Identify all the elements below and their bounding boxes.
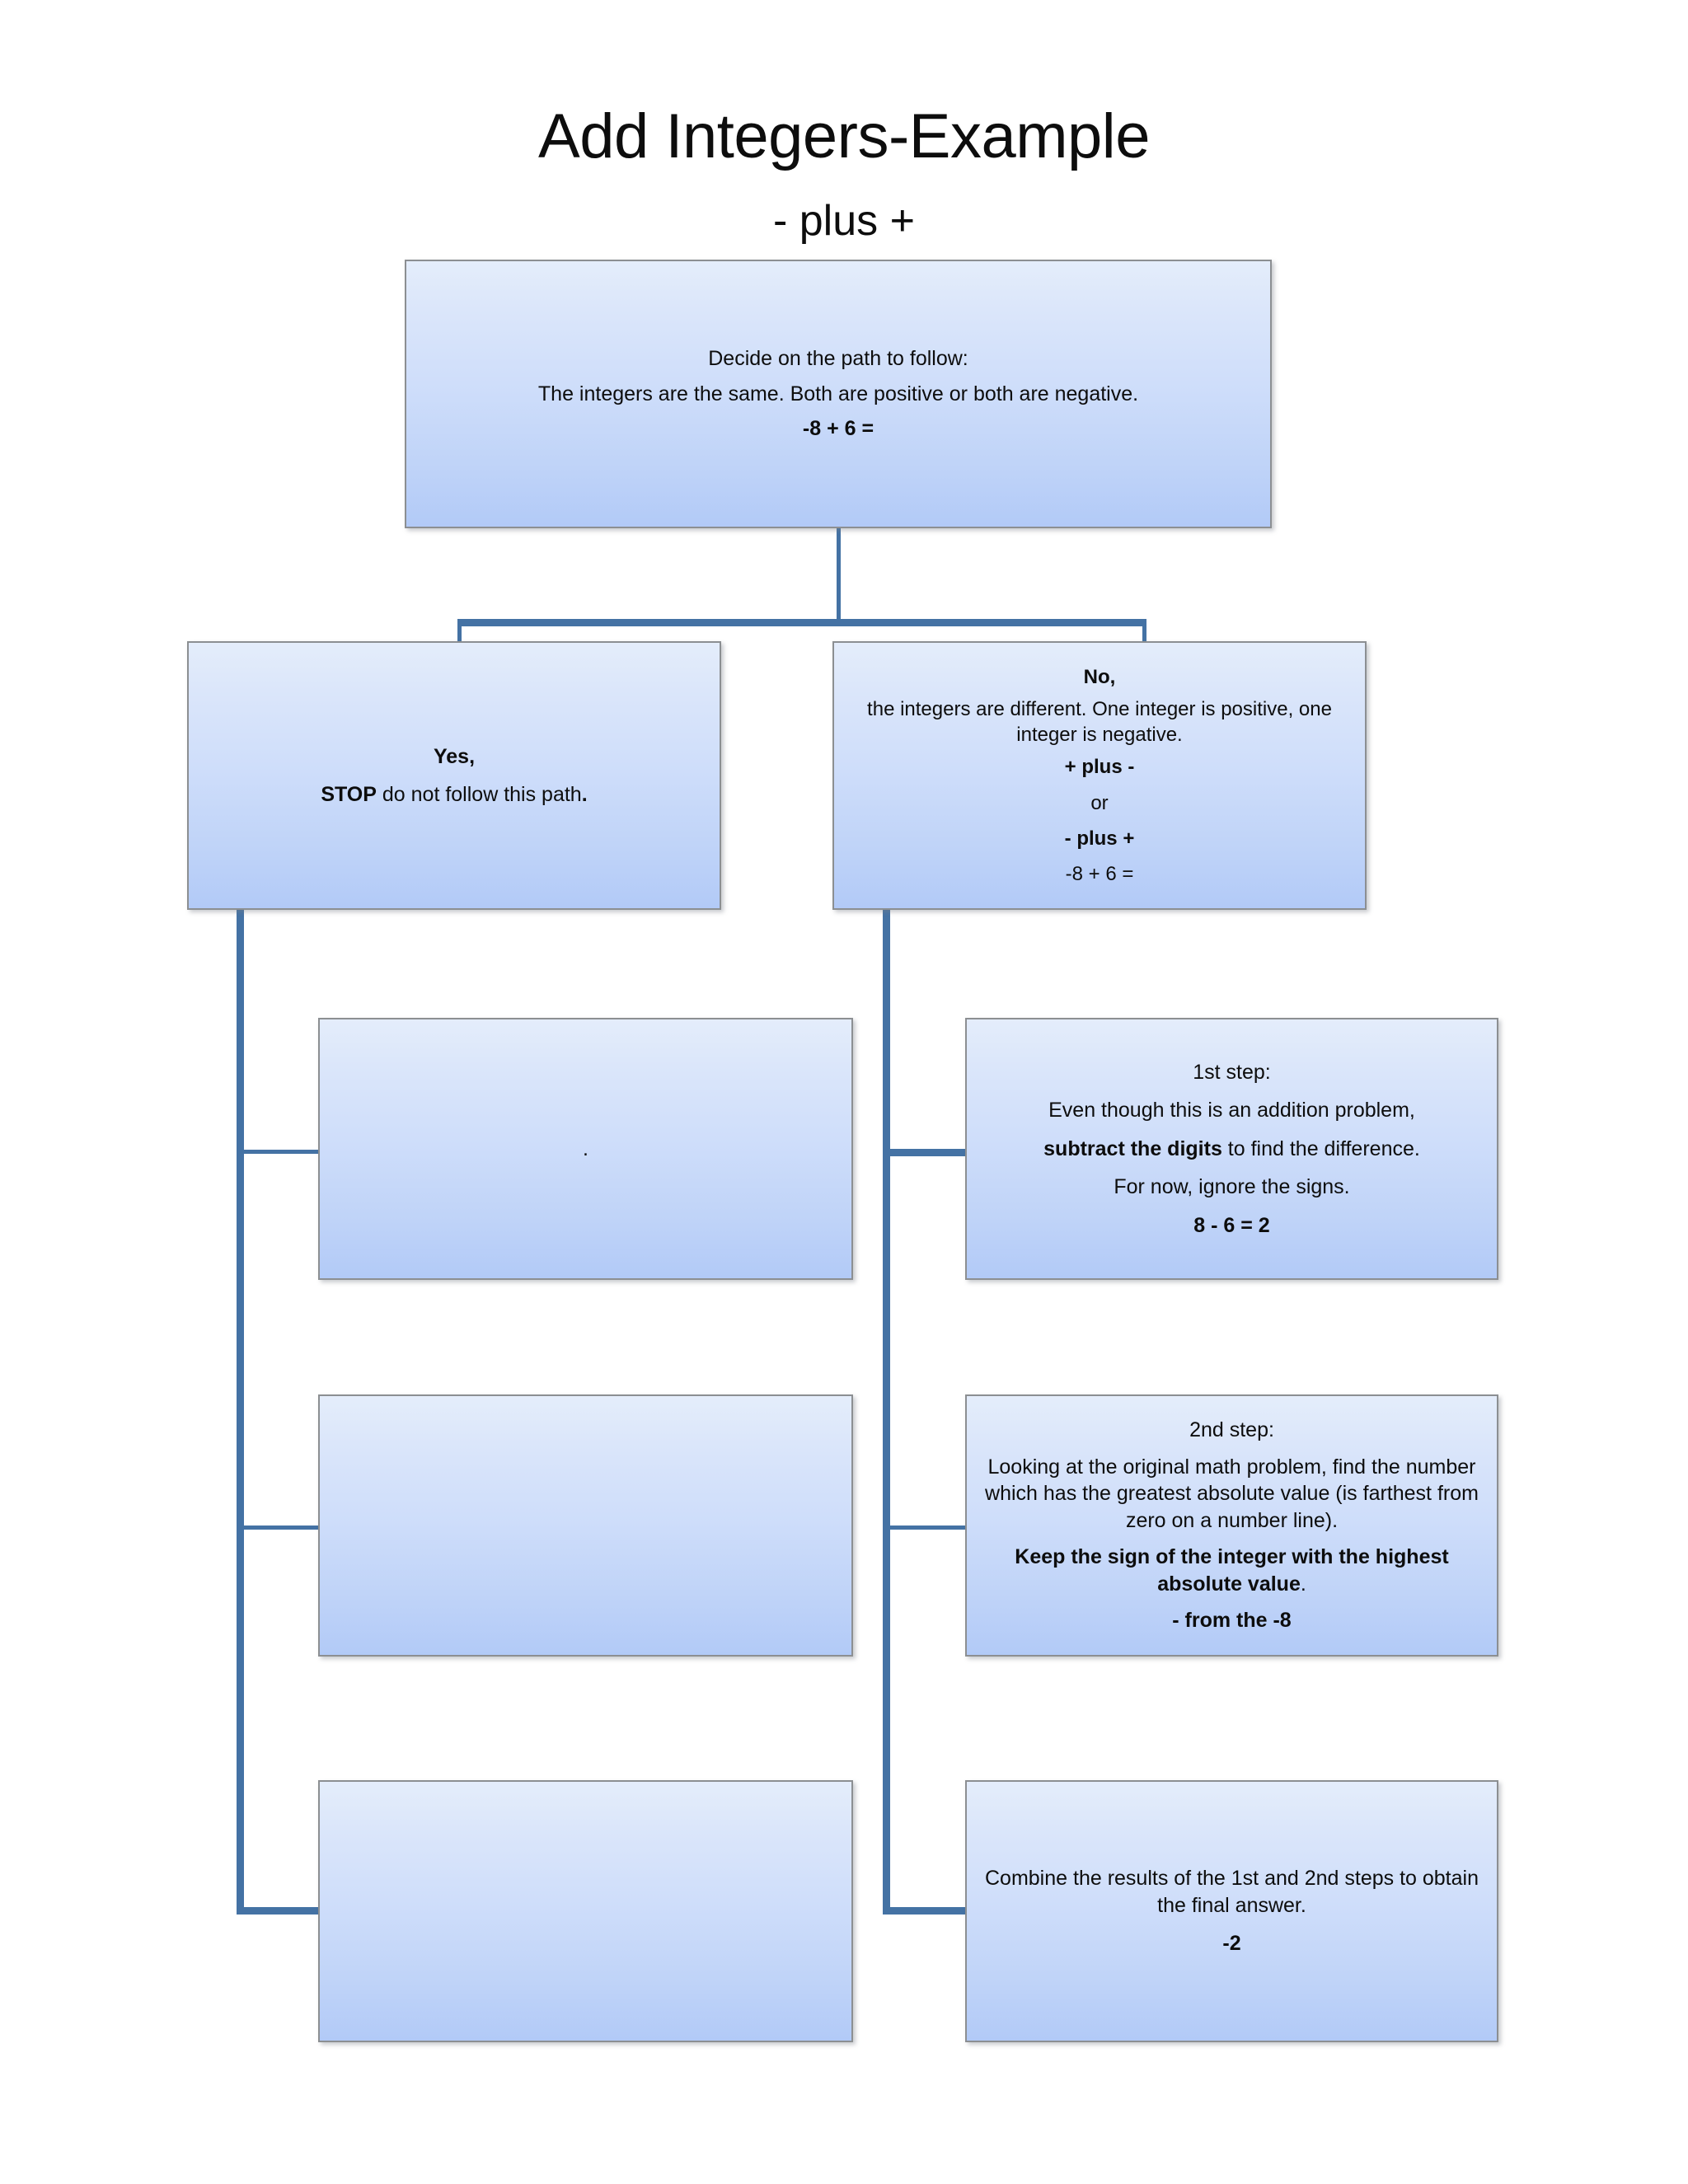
no-case-or: or (1090, 791, 1109, 814)
connector-left-stub-2 (237, 1526, 320, 1530)
yes-label: Yes, (433, 744, 476, 768)
node-no-different[interactable]: No, the integers are different. One inte… (832, 641, 1367, 910)
yes-stop-word: STOP (321, 783, 377, 806)
step2-line-2: Looking at the original math problem, fi… (985, 1455, 1479, 1532)
step2-heading: 2nd step: (1189, 1418, 1274, 1442)
decide-expression: -8 + 6 = (802, 417, 874, 441)
step2-emphasis: Keep the sign of the integer with the hi… (1015, 1545, 1449, 1596)
connector-left-trunk (237, 910, 244, 1915)
connector-root-to-no (1142, 619, 1146, 644)
connector-right-stub-3 (883, 1907, 967, 1915)
node-left-blank-3[interactable] (318, 1780, 853, 2042)
no-expression: -8 + 6 = (1065, 862, 1134, 885)
yes-instruction-period: . (581, 783, 588, 806)
step1-line-3-rest: to find the difference. (1221, 1137, 1420, 1160)
step2-line-3: Keep the sign of the integer with the hi… (978, 1544, 1485, 1597)
page-subtitle: - plus + (773, 197, 915, 245)
node-yes-stop[interactable]: Yes, STOP do not follow this path. (187, 641, 721, 910)
decide-line-2: The integers are the same. Both are posi… (537, 382, 1139, 405)
page-title: Add Integers-Example (538, 101, 1150, 171)
step1-heading: 1st step: (1193, 1060, 1271, 1084)
step2-line-3-period: . (1300, 1572, 1306, 1596)
no-case-minus-plus: - plus + (1064, 827, 1135, 850)
decide-line-1: Decide on the path to follow: (708, 347, 968, 371)
connector-left-stub-3 (237, 1907, 320, 1915)
final-instruction: Combine the results of the 1st and 2nd s… (985, 1867, 1479, 1917)
connector-right-stub-2 (883, 1526, 967, 1530)
connector-root-horizontal-bar (457, 619, 1146, 626)
step1-line-2: Even though this is an addition problem, (1048, 1099, 1415, 1122)
yes-instruction: STOP do not follow this path. (200, 781, 708, 808)
no-label: No, (1083, 665, 1116, 688)
step2-result: - from the -8 (1172, 1609, 1292, 1633)
node-left-blank-2[interactable] (318, 1394, 853, 1657)
yes-instruction-rest: do not follow this path (376, 783, 582, 806)
no-case-plus-minus: + plus - (1064, 756, 1135, 779)
node-step-1[interactable]: 1st step: Even though this is an additio… (965, 1018, 1498, 1280)
connector-right-trunk (883, 910, 890, 1915)
step1-expression: 8 - 6 = 2 (1193, 1213, 1270, 1237)
left-blank-1-content: . (583, 1137, 588, 1160)
connector-root-vertical (837, 528, 841, 622)
node-step-2[interactable]: 2nd step: Looking at the original math p… (965, 1394, 1498, 1657)
node-decide-path[interactable]: Decide on the path to follow: The intege… (405, 260, 1272, 528)
step1-emphasis: subtract the digits (1043, 1137, 1222, 1160)
connector-root-to-yes (457, 619, 462, 644)
connector-right-stub-1 (883, 1149, 967, 1156)
final-answer-value: -2 (1222, 1932, 1241, 1956)
node-left-blank-1[interactable]: . (318, 1018, 853, 1280)
node-final-answer[interactable]: Combine the results of the 1st and 2nd s… (965, 1780, 1498, 2042)
no-description: the integers are different. One integer … (867, 698, 1332, 747)
step1-line-4: For now, ignore the signs. (1114, 1175, 1350, 1199)
step1-line-3: subtract the digits to find the differen… (978, 1136, 1485, 1163)
connector-left-stub-1 (237, 1150, 320, 1154)
